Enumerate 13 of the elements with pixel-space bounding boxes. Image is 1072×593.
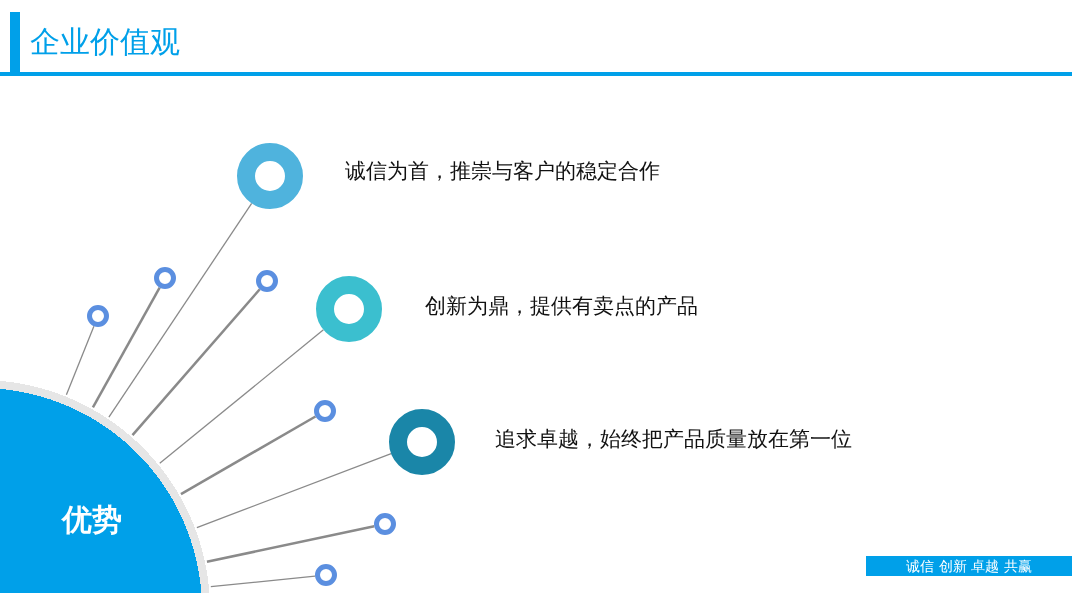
connector-line (210, 575, 316, 588)
panel-heading: 优势 (62, 501, 122, 539)
value-statement: 诚信为首，推崇与客户的稳定合作 (345, 158, 660, 185)
value-statement: 创新为鼎，提供有卖点的产品 (425, 293, 698, 320)
small-ring-marker (256, 270, 278, 292)
small-ring-marker (374, 513, 396, 535)
small-ring-marker (154, 267, 176, 289)
slogan-banner: 诚信 创新 卓越 共赢 (866, 556, 1072, 576)
value-statement: 追求卓越，始终把产品质量放在第一位 (495, 426, 852, 453)
small-ring-marker (315, 564, 337, 586)
page-title: 企业价值观 (30, 23, 180, 61)
small-ring-marker (314, 400, 336, 422)
small-ring-marker (87, 305, 109, 327)
